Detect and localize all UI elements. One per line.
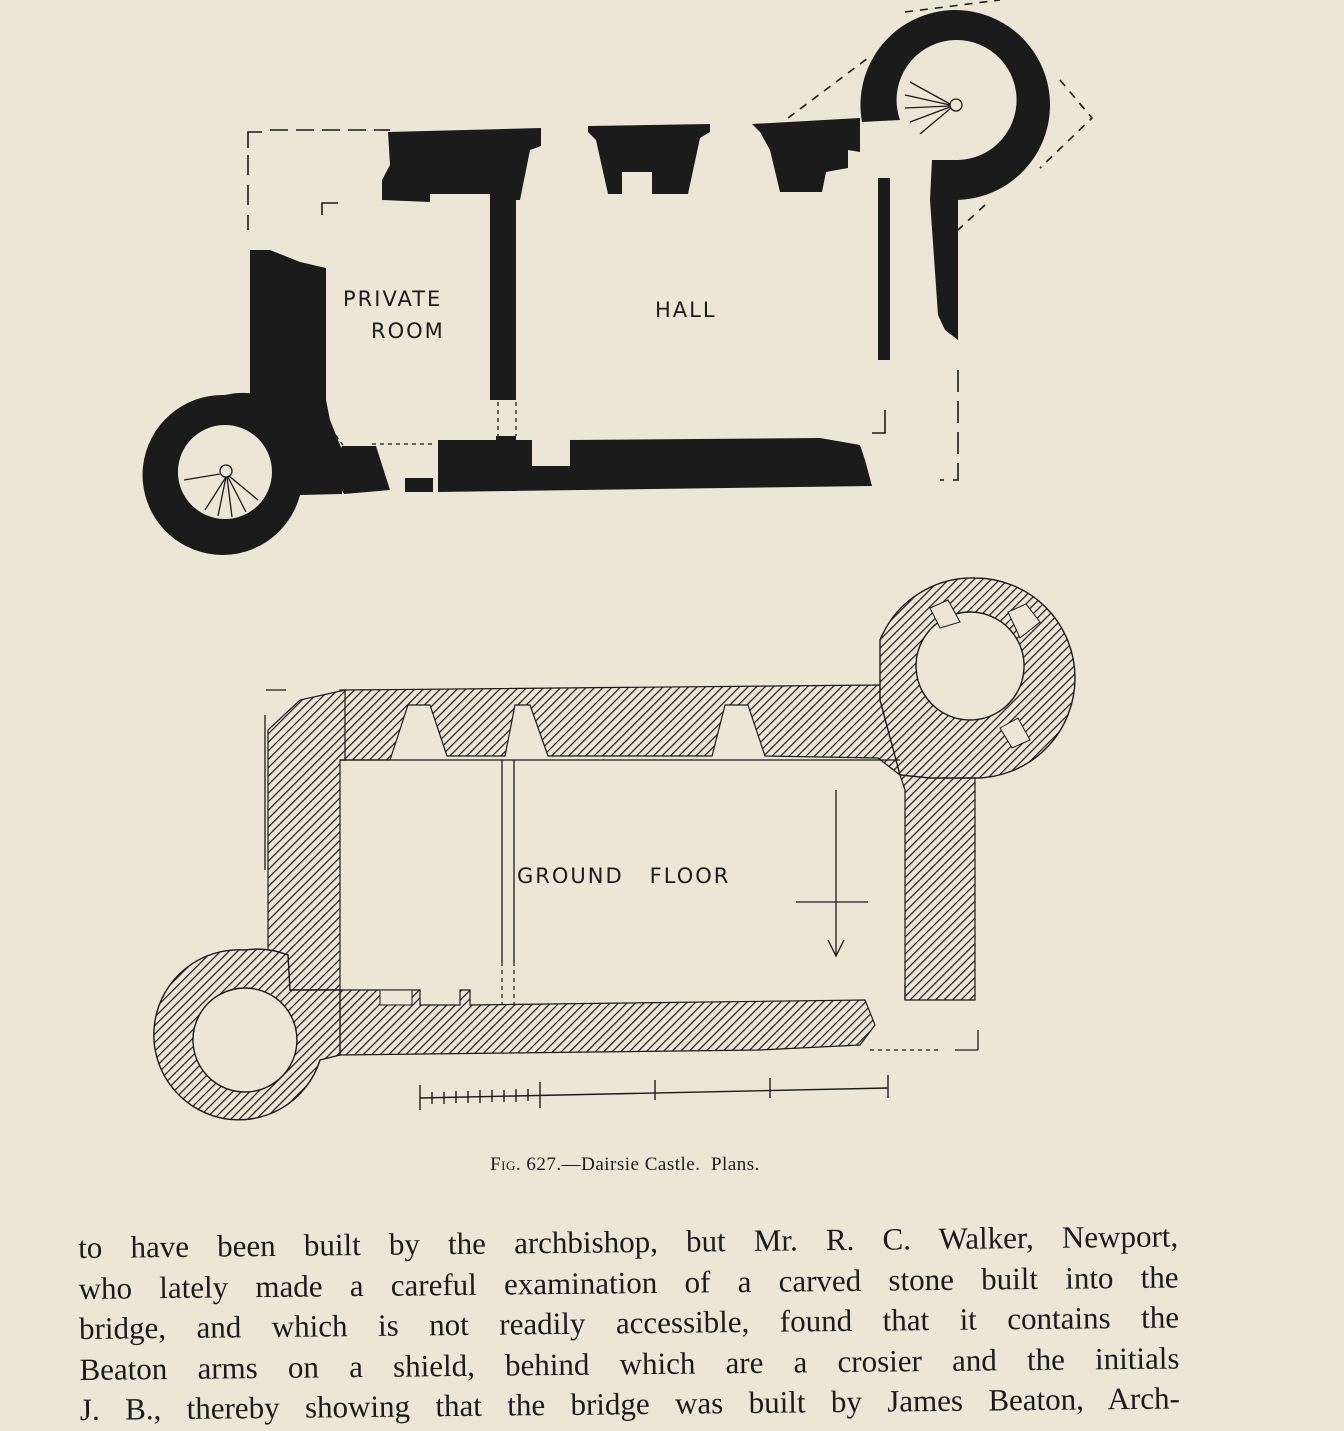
stair-icon-ne [904, 81, 963, 135]
figure-title: —Dairsie Castle. [561, 1154, 701, 1175]
figure-subtitle: Plans. [710, 1154, 760, 1175]
scale-bar [419, 1075, 889, 1110]
ground-floor-plan: GROUND FLOOR [153, 577, 1076, 1121]
upper-floor-plan: PRIVATE ROOM HALL [142, 0, 1094, 555]
ground-floor-label: GROUND FLOOR [517, 864, 730, 888]
castle-plans-figure: PRIVATE ROOM HALL [142, 0, 1094, 1121]
section-arrow-icon [796, 790, 868, 958]
body-paragraph: to have been built by the archbishop, bu… [78, 1216, 1180, 1430]
private-room-label-line1: PRIVATE [343, 287, 442, 311]
hall-label: HALL [655, 298, 717, 322]
stair-icon-sw [183, 464, 259, 518]
figure-caption: Fig. 627.—Dairsie Castle. Plans. [0, 1154, 1250, 1176]
figure-number: Fig. 627. [490, 1154, 562, 1175]
private-room-label-line2: ROOM [371, 319, 445, 343]
